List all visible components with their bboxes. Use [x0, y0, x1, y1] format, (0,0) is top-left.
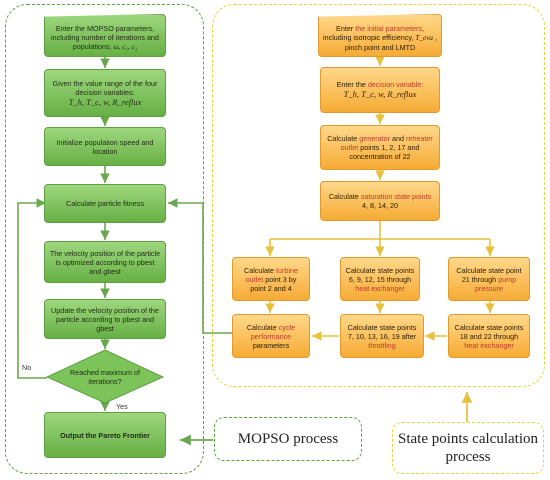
- pareto-output-text: Output the Pareto Frontier: [60, 430, 150, 440]
- initialize-text: Initialize population speed and location: [56, 137, 154, 156]
- sat-text-c: 4, 8, 14, 20: [362, 201, 398, 210]
- cycle-text-b: cycle performance: [250, 322, 296, 341]
- saturation-node: Calculate saturation state points 4, 8, …: [320, 181, 440, 221]
- initial-text-b: the initial parameters: [355, 23, 422, 33]
- turb-text-b: turbine outlet: [245, 265, 298, 284]
- decision-var-text-a: Enter the: [336, 80, 368, 90]
- legend-state-text: State points calculation process: [398, 431, 538, 465]
- velocity-optimize-node: The velocity position of the particle is…: [44, 241, 166, 283]
- arrow-no-loop: [17, 198, 47, 379]
- velocity-update-node: Update the velocity position of the part…: [44, 299, 166, 339]
- sat-text-b: saturation state points: [360, 192, 432, 201]
- fitness-text: Calculate particle fitness: [66, 199, 144, 208]
- arrow-cycle-to-fitness: [168, 198, 232, 334]
- initialize-node: Initialize population speed and location: [44, 127, 166, 166]
- cycle-text-c: parameters: [252, 340, 290, 350]
- mopso-parameters-node: Enter the MOPSO parameters, including nu…: [44, 14, 166, 57]
- pareto-output-node: Output the Pareto Frontier: [44, 412, 166, 458]
- initial-text-d: , pinch point and LMTD: [344, 32, 437, 52]
- state-points-region: [212, 4, 545, 387]
- heat-exchanger-node: Calculate state points 6, 9, 12, 15 thro…: [340, 257, 420, 301]
- pump-text-b: pump pressure: [475, 274, 517, 293]
- pump-pressure-node: Calculate state point 21 through pump pr…: [448, 257, 530, 301]
- initial-text-c: , including isotropic efficiency,: [323, 23, 424, 42]
- heat-exchanger-2-node: Calculate state points 18 and 22 through…: [448, 314, 530, 358]
- throt-text-a: Calculate state points 7, 10, 13, 16, 19…: [347, 322, 417, 341]
- gen-text-c: and: [389, 134, 406, 143]
- velocity-optimize-text: The velocity position of the particle is…: [49, 248, 161, 276]
- gen-text-e: points 1, 2, 17 and concentration of 22: [349, 143, 420, 161]
- value-range-text: Given the value range of the four decisi…: [52, 78, 158, 97]
- turb-text-c: point 3 by point 2 and 4: [250, 274, 297, 293]
- turb-text-a: Calculate: [244, 265, 276, 275]
- gen-text-b: generator: [359, 134, 390, 143]
- no-label: No: [22, 363, 32, 372]
- he-text-a: Calculate state points 6, 9, 12, 15 thro…: [345, 265, 415, 284]
- pump-text-a: Calculate state point 21 through: [456, 265, 522, 284]
- decision-variable-node: Enter the decision variable:T_h, T_c, w,…: [320, 67, 440, 113]
- gen-text-a: Calculate: [327, 134, 360, 143]
- gen-text-d: reheater outlet: [340, 134, 433, 152]
- decision-var-text-b: decision variable:: [367, 80, 424, 90]
- decision-var-math: T_h, T_c, w, R_reflux: [343, 89, 417, 100]
- decision-label: Reached maximum of iterations?: [62, 362, 148, 392]
- he2-text-b: heat exchanger: [464, 340, 514, 350]
- value-range-node: Given the value range of the four decisi…: [44, 69, 166, 117]
- throt-text-b: throttling: [368, 340, 396, 350]
- legend-state-points: State points calculation process: [392, 422, 544, 474]
- decision-diamond: [45, 349, 165, 404]
- value-range-math: T_h, T_c, w, R_reflux: [68, 96, 142, 107]
- fitness-node: Calculate particle fitness: [44, 184, 166, 223]
- decision-text: Reached maximum of iterations?: [70, 368, 140, 386]
- mopso-parameters-text: Enter the MOPSO parameters, including nu…: [51, 23, 159, 51]
- generator-reheater-node: Calculate generator and reheater outlet …: [320, 125, 440, 170]
- cycle-text-a: Calculate: [246, 322, 279, 332]
- cycle-performance-node: Calculate cycle performance parameters: [232, 314, 310, 358]
- yes-label: Yes: [116, 402, 128, 411]
- velocity-update-text: Update the velocity position of the part…: [51, 305, 159, 333]
- legend-mopso-process: MOPSO process: [214, 417, 362, 461]
- sat-text-a: Calculate: [328, 192, 361, 201]
- he2-text-a: Calculate state points 18 and 22 through: [454, 322, 524, 341]
- initial-parameters-node: Enter the initial parameters, including …: [318, 14, 442, 57]
- legend-mopso-text: MOPSO process: [237, 430, 339, 447]
- initial-text-a: Enter: [336, 23, 356, 33]
- he-text-b: heat exchanger: [355, 283, 405, 293]
- mopso-parameters-math: ω, c₁, c₂: [113, 42, 138, 51]
- throttling-node: Calculate state points 7, 10, 13, 16, 19…: [340, 314, 424, 358]
- turbine-outlet-node: Calculate turbine outlet point 3 by poin…: [232, 257, 310, 301]
- initial-math: T_eva: [415, 33, 433, 42]
